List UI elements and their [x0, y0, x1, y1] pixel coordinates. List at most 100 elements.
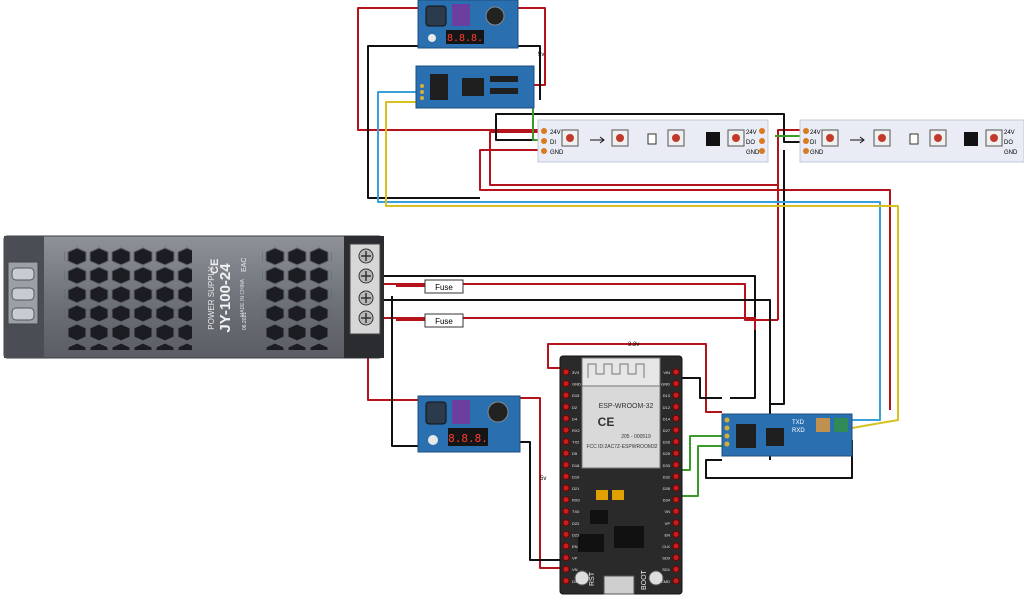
esp-right-pin-label: CMD [661, 579, 670, 584]
buck-top-display: 8.8.8. [447, 33, 483, 44]
esp-left-pin-label: D21 [572, 486, 580, 491]
esp-left-pin [562, 577, 570, 585]
esp-right-pin [672, 461, 680, 469]
rs485-module: TXD RXD [721, 413, 853, 457]
esp-code: 205 - 000519 [621, 434, 651, 440]
esp-left-pin [562, 438, 570, 446]
esp-left-pin-label: RX0 [572, 498, 581, 503]
strip1-out-24v: 24V [746, 130, 757, 136]
rs485-txd: TXD [792, 420, 805, 426]
esp-right-pin-label: VP [665, 521, 671, 526]
psu-date: 06.2021 [242, 312, 248, 330]
esp-left-pin-label: D2 [572, 405, 578, 410]
vent-grille-left [64, 246, 192, 350]
psu-brand: POWER SUPPLY [207, 266, 216, 330]
fuse-2: Fuse [424, 313, 464, 328]
esp-left-pin [562, 426, 570, 434]
esp-right-pin [672, 565, 680, 573]
psu-model: JY-100-24 [217, 263, 234, 333]
esp-right-pin-label: D27 [663, 428, 671, 433]
esp-left-pin [562, 391, 570, 399]
esp-right-pin-label: D33 [663, 463, 671, 468]
esp-left-pin [562, 403, 570, 411]
psu-eac-mark: EAC [241, 258, 248, 272]
esp-right-pin-label: VN [664, 509, 670, 514]
esp-left-pin [562, 565, 570, 573]
esp-right-pin-label: D25 [663, 451, 671, 456]
esp-right-pin [672, 391, 680, 399]
esp-right-pin-label: GND [661, 382, 670, 387]
esp-left-pin-label: 3V3 [572, 370, 580, 375]
psu-made-in: MADE IN CHINA [240, 278, 246, 316]
esp-left-pin-label: D5 [572, 451, 578, 456]
esp-right-pin [672, 496, 680, 504]
esp-left-pin-label: D15 [572, 393, 580, 398]
esp-right-pin-label: D14 [663, 416, 671, 421]
esp-left-pin [562, 380, 570, 388]
esp-left-pin-label: TX2 [572, 440, 580, 445]
esp-fcc-id: FCC ID:2AC7Z-ESPWROOM32 [586, 444, 657, 450]
esp-right-pin-label: D12 [663, 405, 671, 410]
esp-left-pin [562, 496, 570, 504]
esp-left-pin-label: D22 [572, 521, 580, 526]
led-strip-2: 24V DI GND 24V DO GND [799, 119, 1024, 163]
label-5v-top: 5v [538, 52, 544, 58]
esp-left-pin-label: D18 [572, 463, 580, 468]
esp-right-pin [672, 519, 680, 527]
strip2-out-gnd: GND [1004, 150, 1018, 156]
strip1-pin-24v: 24V [550, 130, 561, 136]
buck-converter-top: 8.8.8. [417, 0, 519, 49]
vent-grille-right [262, 246, 332, 350]
strip1-out-do: DO [746, 140, 755, 146]
level-shifter-module [415, 65, 535, 109]
fuse-2-label: Fuse [435, 317, 453, 326]
esp-right-pin [672, 530, 680, 538]
esp-right-pin [672, 554, 680, 562]
esp-left-pin-label: TX0 [572, 509, 580, 514]
strip1-pin-di: DI [550, 140, 556, 146]
psu-ce-mark: CE [209, 259, 221, 274]
esp-right-pin [672, 507, 680, 515]
esp-right-pin [672, 403, 680, 411]
esp-left-pin [562, 554, 570, 562]
esp-right-pin-label: D13 [663, 393, 671, 398]
rs485-rxd: RXD [792, 428, 805, 434]
esp-left-pin-label: D23 [572, 532, 580, 537]
esp-right-pin [672, 414, 680, 422]
power-supply: JY-100-24 POWER SUPPLY MADE IN CHINA CE … [3, 235, 384, 359]
esp-right-pin-label: CLK [662, 544, 670, 549]
esp-right-pin [672, 577, 680, 585]
esp-right-pin [672, 426, 680, 434]
esp-right-pin-label: SD1 [662, 567, 671, 572]
esp-left-pin-label: RX2 [572, 428, 581, 433]
esp-rst-label: RST [589, 571, 596, 586]
fuse-1-label: Fuse [435, 283, 453, 292]
esp-right-pin [672, 472, 680, 480]
esp-left-pin [562, 461, 570, 469]
esp-left-pin-label: VN [572, 567, 578, 572]
esp-left-pin [562, 449, 570, 457]
esp-right-pin-label: EN [664, 532, 670, 537]
esp-left-pin [562, 530, 570, 538]
esp-left-pin [562, 414, 570, 422]
esp-right-pin-label: VIN [663, 370, 670, 375]
fuse-1: Fuse [424, 279, 464, 294]
led-strip-1: 24V DI GND 24V DO GND [537, 119, 769, 163]
esp-left-pin-label: D19 [572, 474, 580, 479]
esp-right-pin-label: D32 [663, 474, 671, 479]
esp-left-pin [562, 484, 570, 492]
strip1-out-gnd: GND [746, 150, 760, 156]
esp-left-pin-label: D4 [572, 416, 578, 421]
esp-left-pin-label: D34 [572, 579, 580, 584]
esp-left-pin [562, 542, 570, 550]
label-3v3: 3.3v [628, 342, 639, 348]
esp-left-pin-label: VP [572, 556, 578, 561]
terminal-screws [358, 248, 374, 326]
esp-left-pin-label: GND [572, 382, 581, 387]
esp-left-pin [562, 507, 570, 515]
esp-right-pin-label: SD0 [662, 556, 671, 561]
esp-left-pin-label: EN [572, 544, 578, 549]
esp-right-pin-label: D26 [663, 440, 671, 445]
